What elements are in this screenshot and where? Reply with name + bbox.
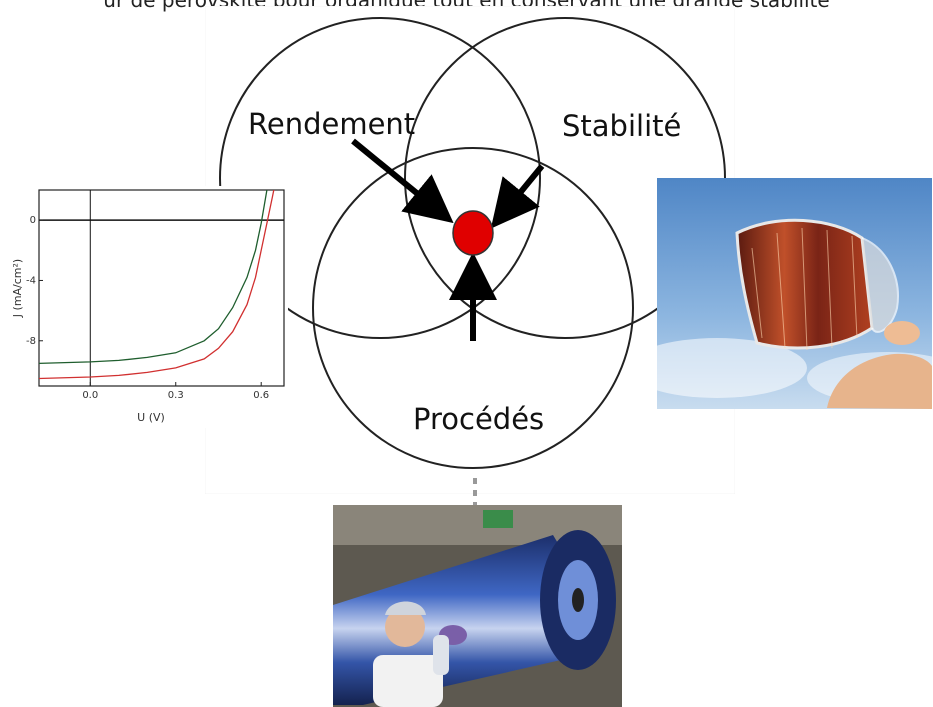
process-label: Procédés — [413, 402, 544, 436]
roll-fab-illustration — [333, 505, 622, 707]
venn-svg: Rendement Stabilité Procédés — [219, 17, 726, 469]
y-tick-label: 0 — [30, 215, 36, 226]
efficiency-label: Rendement — [248, 107, 415, 141]
y-tick-label: -8 — [26, 336, 36, 347]
process-circle — [312, 147, 634, 469]
flexible-solar-film-photo — [657, 178, 932, 409]
jv-axes — [39, 190, 284, 386]
x-tick-label: 0.3 — [168, 390, 184, 401]
venn-diagram: Rendement Stabilité Procédés — [205, 6, 735, 494]
arrow-stability — [490, 164, 545, 229]
jv-curve-plot: 0.0 0.3 0.6 0 -4 -8 U (V) J (mA/cm²) — [9, 186, 288, 428]
jv-series-2 — [39, 190, 275, 380]
connector-svg — [473, 478, 477, 508]
x-tick-label: 0.6 — [253, 390, 269, 401]
plot-frame — [38, 189, 285, 387]
x-axis-title: U (V) — [137, 411, 165, 424]
connector-dots — [472, 478, 478, 508]
flexible-film-illustration — [657, 178, 932, 409]
y-axis-title: J (mA/cm²) — [11, 259, 24, 318]
center-dot — [452, 210, 494, 256]
jv-ticks: 0.0 0.3 0.6 0 -4 -8 — [26, 215, 269, 401]
y-tick-label: -4 — [26, 275, 36, 286]
arrow-efficiency — [351, 138, 454, 224]
jv-curves — [39, 190, 275, 380]
roll-to-roll-fabrication-photo — [333, 505, 622, 707]
jv-plot-svg: 0.0 0.3 0.6 0 -4 -8 U (V) J (mA/cm²) — [11, 189, 285, 424]
x-tick-label: 0.0 — [82, 390, 98, 401]
stability-label: Stabilité — [562, 109, 681, 143]
efficiency-circle — [219, 17, 541, 339]
jv-series-1 — [39, 190, 268, 365]
